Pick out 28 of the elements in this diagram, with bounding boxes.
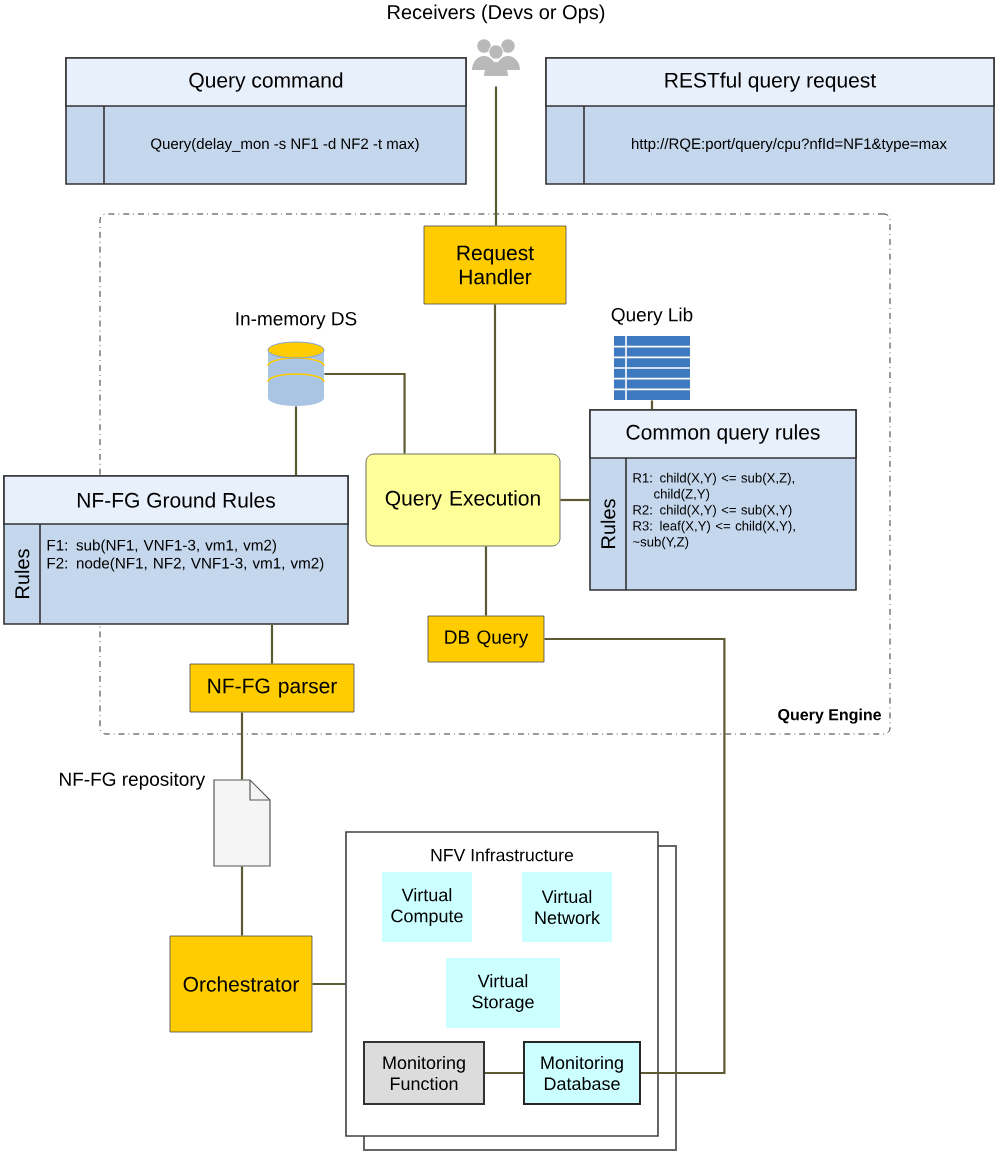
process-box: NF-FG parser: [189, 663, 355, 713]
component-box: Virtual Storage: [446, 958, 560, 1028]
process-box: Query Execution: [365, 453, 561, 547]
process-box: Request Handler: [423, 225, 567, 305]
icon-label: NF-FG repository: [60, 772, 206, 790]
connector-line: [324, 372, 406, 454]
component-box: Monitoring Function: [363, 1041, 485, 1105]
frame-title: Query Engine: [778, 708, 882, 724]
connector-line: [560, 498, 590, 502]
process-box: DB Query: [427, 615, 545, 663]
component-box: Virtual Network: [522, 872, 612, 942]
connector-line: [485, 1071, 523, 1075]
connector-line: [494, 86, 498, 226]
connector-line: [240, 866, 244, 936]
process-box: Orchestrator: [169, 935, 313, 1033]
component-box: Monitoring Database: [523, 1041, 641, 1105]
connector-line: [294, 406, 298, 476]
connector-line: [240, 712, 244, 780]
icon-label: Query Lib: [611, 307, 693, 326]
icon-label: In-memory DS: [236, 312, 357, 330]
connector-line: [312, 982, 346, 986]
connector-line: [544, 637, 726, 1075]
connector-line: [493, 304, 497, 454]
connector-line: [650, 400, 654, 410]
connector-line: [270, 624, 274, 664]
icon-label: Receivers (Devs or Ops): [388, 4, 605, 24]
connector-line: [484, 546, 488, 616]
component-box: Virtual Compute: [382, 872, 472, 942]
